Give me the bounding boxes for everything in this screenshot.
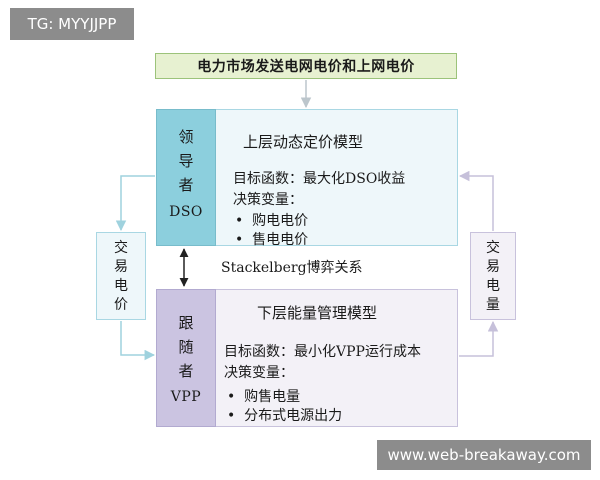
leader-char: 导 — [178, 152, 194, 170]
upper-model-title: 上层动态定价模型 — [243, 133, 364, 151]
lower-decision-label: 决策变量： — [224, 365, 294, 381]
follower-abbr: VPP — [170, 389, 202, 405]
watermark-bottom-right: www.web-breakaway.com — [377, 440, 591, 470]
leader-char: 者 — [178, 176, 194, 194]
arrow-left-upper — [115, 175, 155, 232]
follower-char: 者 — [178, 362, 194, 380]
upper-decision-item-label: 购电电价 — [252, 213, 309, 229]
watermark-top-left: TG: MYYJJPP — [10, 8, 134, 40]
lower-decision-item-label: 购售电量 — [244, 389, 301, 405]
upper-decision-item: • 售电电价 — [235, 229, 308, 249]
bullet-icon: • — [227, 389, 236, 405]
bullet-icon: • — [235, 213, 244, 229]
trade-volume-char: 交 — [486, 240, 500, 256]
trade-volume-char: 量 — [486, 297, 500, 313]
trade-volume-char: 易 — [486, 259, 500, 275]
leader-column: 领 导 者 DSO — [156, 109, 216, 246]
upper-decision-label: 决策变量： — [233, 192, 303, 208]
lower-decision-item-label: 分布式电源出力 — [244, 408, 343, 424]
upper-decision-item-label: 售电电价 — [252, 232, 309, 248]
lower-objective: 目标函数：最小化VPP运行成本 — [224, 344, 421, 360]
trade-price-char: 易 — [114, 259, 128, 275]
trade-volume-box: 交 易 电 量 — [470, 232, 516, 320]
upper-objective: 目标函数：最大化DSO收益 — [233, 171, 406, 187]
lower-decision-item: • 购售电量 — [227, 386, 300, 406]
arrow-right-lower — [459, 320, 499, 357]
trade-price-char: 价 — [114, 297, 128, 313]
trade-volume-char: 电 — [486, 278, 500, 294]
follower-char: 跟 — [178, 314, 194, 332]
follower-char: 随 — [178, 338, 194, 356]
follower-column: 跟 随 者 VPP — [156, 289, 216, 427]
upper-decision-item: • 购电电价 — [235, 210, 308, 230]
trade-price-char: 电 — [114, 278, 128, 294]
market-price-box: 电力市场发送电网电价和上网电价 — [155, 53, 457, 79]
trade-price-char: 交 — [114, 240, 128, 256]
arrow-left-lower — [120, 321, 156, 361]
bullet-icon: • — [235, 232, 244, 248]
stackelberg-label: Stackelberg博弈关系 — [221, 260, 363, 276]
leader-char: 领 — [178, 128, 194, 146]
trade-price-box: 交 易 电 价 — [96, 232, 146, 320]
arrow-right-upper — [458, 170, 494, 231]
lower-model-title: 下层能量管理模型 — [257, 304, 378, 322]
lower-decision-item: • 分布式电源出力 — [227, 405, 342, 425]
bullet-icon: • — [227, 408, 236, 424]
leader-abbr: DSO — [169, 204, 203, 220]
